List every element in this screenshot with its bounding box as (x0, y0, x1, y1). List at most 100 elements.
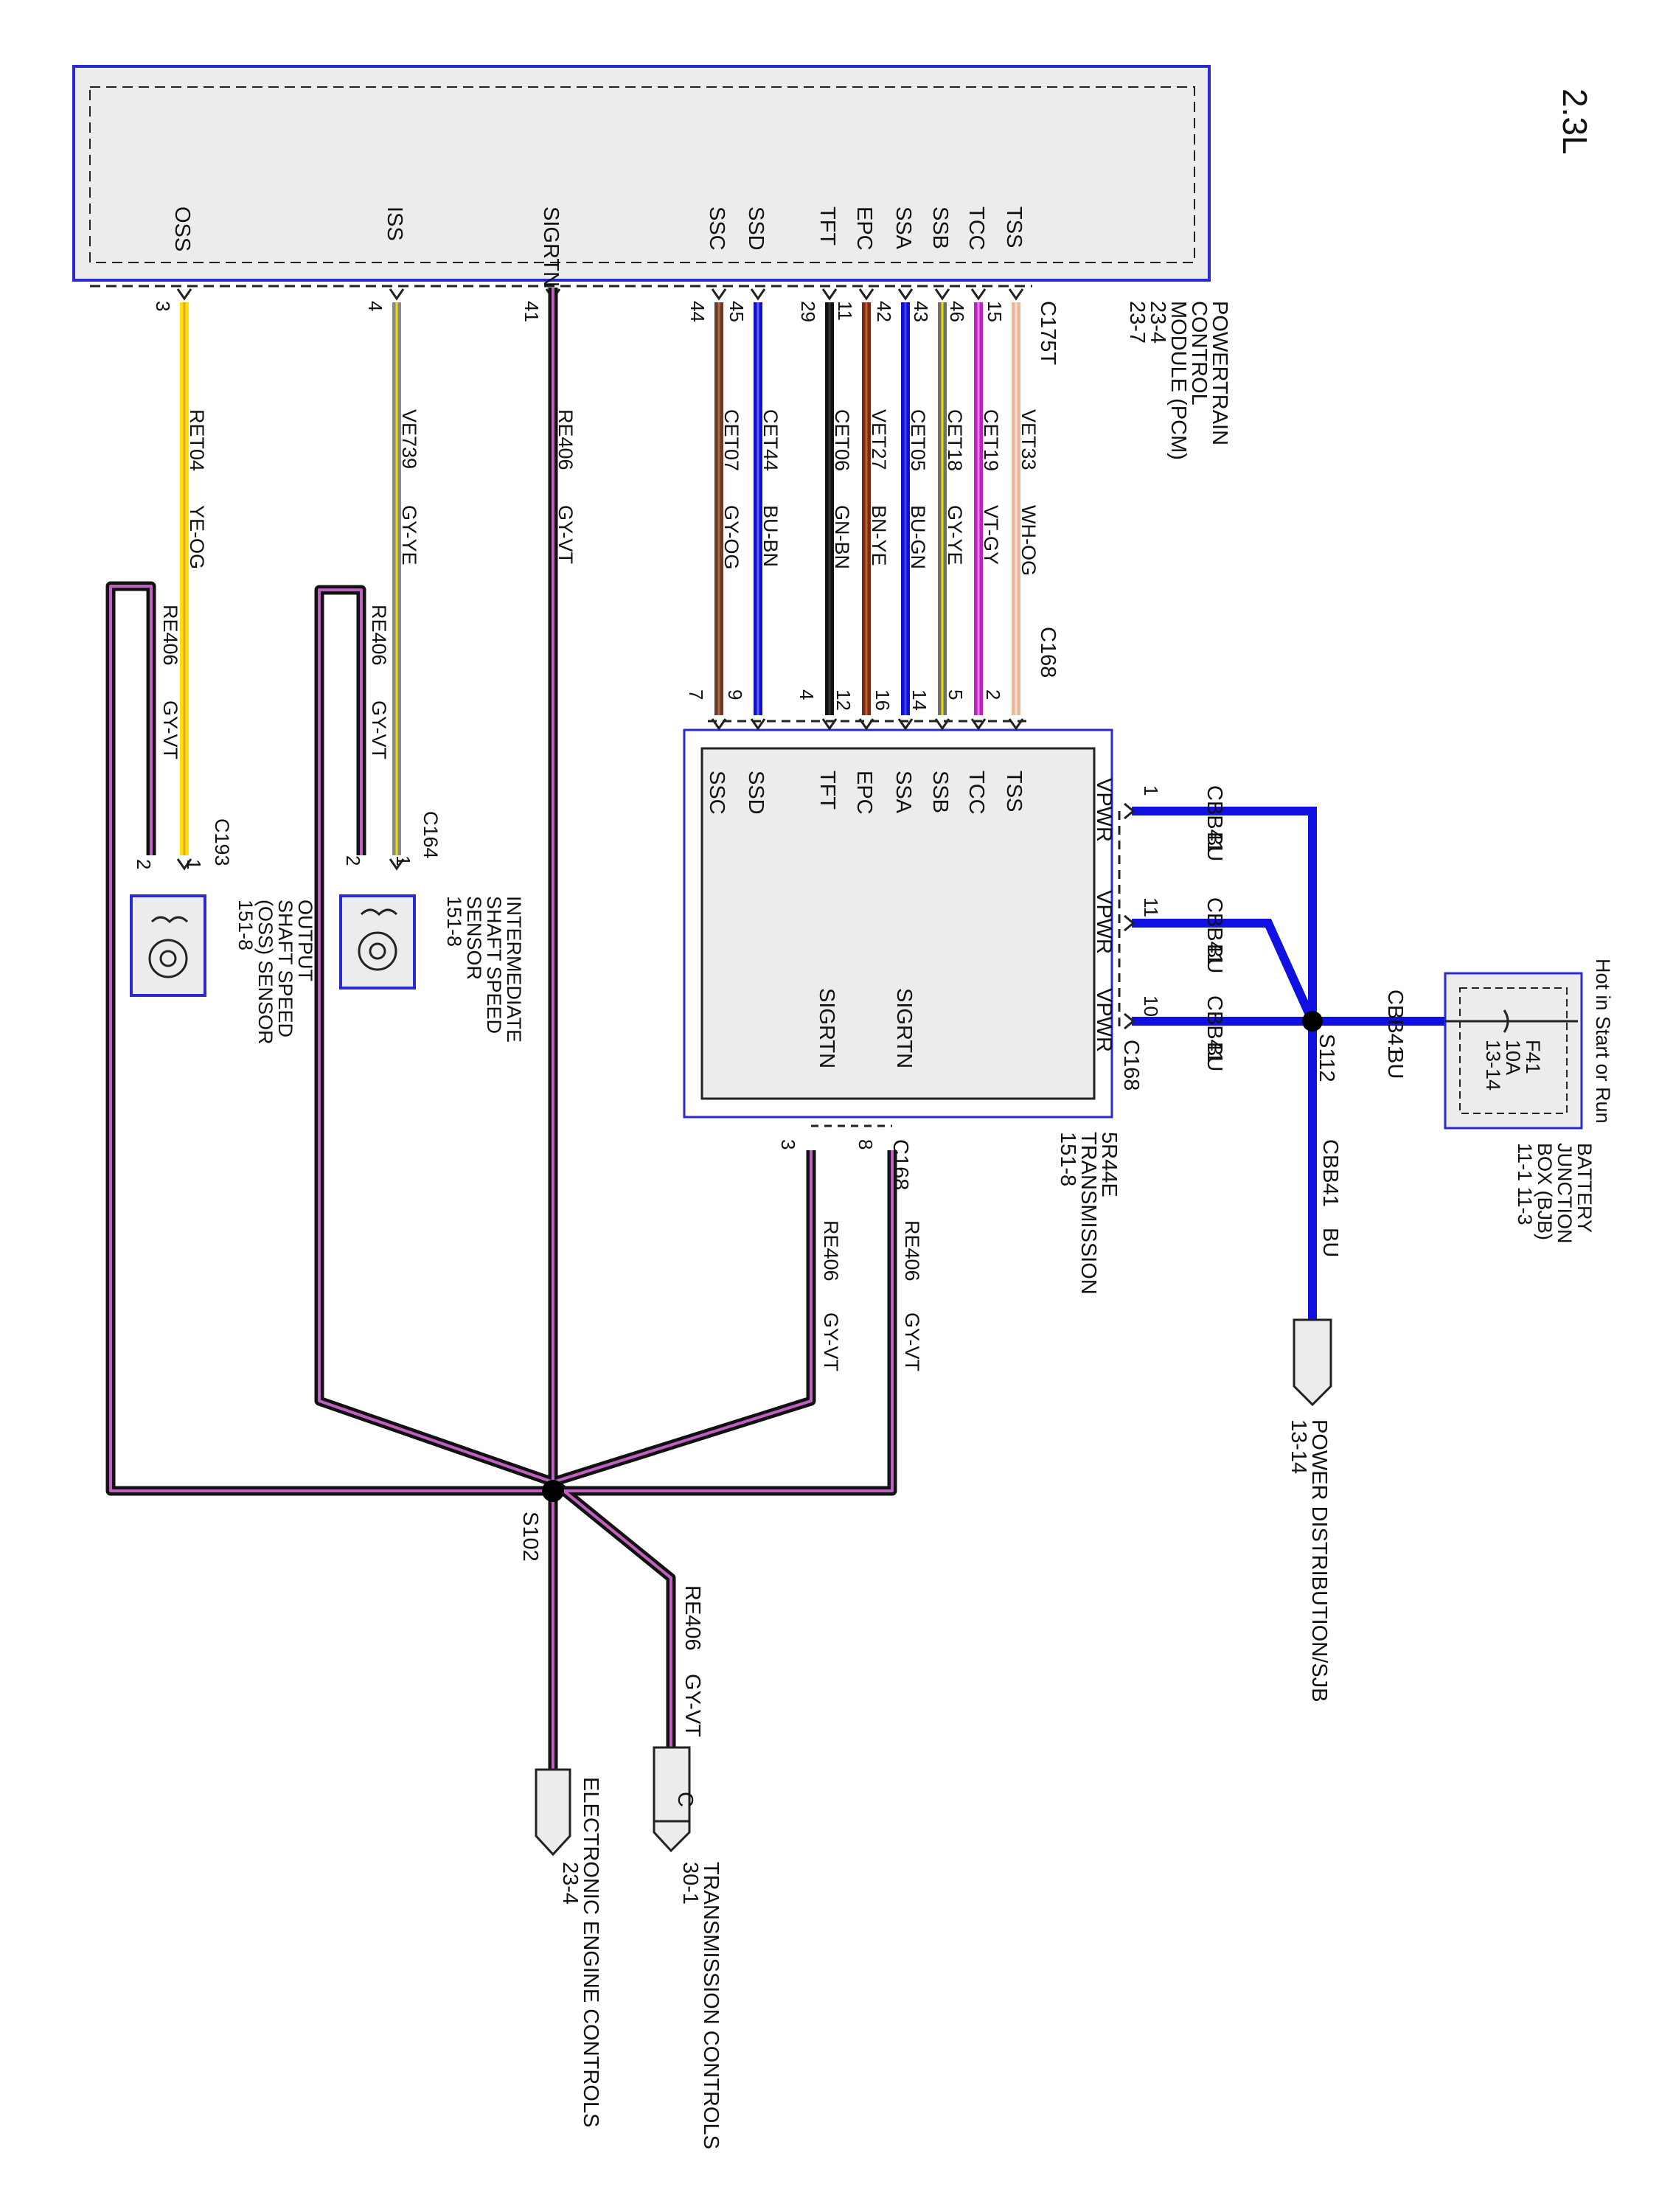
oss-sensor: C193 1 2 OUTPUT SHAFT SPEED (OSS) SENSOR… (130, 605, 316, 1045)
trans-connector-top: C168 (1036, 627, 1060, 678)
pcm-pin-terminal (934, 288, 950, 301)
oss-pin-2: 2 (133, 859, 155, 869)
pcm-pin-number-ssb: 43 (910, 301, 932, 322)
pcm-pin-label-ssb: SSB (928, 206, 952, 249)
bjb-name-2: JUNCTION (1554, 1143, 1576, 1244)
iss-sensor: C164 1 2 INTERMEDIATE SHAFT SPEED SENSOR… (339, 605, 525, 1043)
iss-name-4: 151-8 (443, 896, 465, 947)
vpwr-circuit-3: CBB41 (1203, 995, 1226, 1063)
trans-ctrl-color: GY-VT (681, 1674, 704, 1737)
trans-sigrtn-circuit-8: RE406 (901, 1220, 923, 1281)
trans-pin-number-ssb: 14 (908, 689, 931, 711)
vpwr-terminal-2 (1124, 914, 1135, 932)
iss-pin-1: 1 (392, 855, 414, 866)
trans-sigrtn-pin-8: 8 (855, 1139, 877, 1150)
trans-pin-label-ssc: SSC (705, 771, 728, 815)
wire-circuit-ssc: CET07 (720, 409, 742, 471)
oss-return-color: GY-VT (159, 700, 181, 759)
trans-pin-terminal (858, 718, 874, 731)
pcm-pin-terminal (389, 288, 405, 301)
pcm-pin-number-ssd: 45 (726, 301, 748, 322)
vpwr-label-2: VPWR (1092, 890, 1116, 954)
oss-name-3: (OSS) SENSOR (254, 900, 276, 1045)
trans-pin-label-ssd: SSD (744, 771, 768, 815)
splice-s112 (1302, 1011, 1323, 1032)
trans-sigrtn-label-2: SIGRTN (892, 988, 916, 1068)
oss-name-2: SHAFT SPEED (274, 900, 296, 1037)
pcm-pin-number-iss: 4 (364, 301, 386, 311)
oss-name-4: 151-8 (234, 900, 257, 950)
iss-pin-2: 2 (342, 855, 364, 866)
wire-color-epc: BN-YE (868, 505, 890, 566)
trans-pin-label-ssb: SSB (928, 771, 952, 813)
battery-junction-box: F41 10A 13-14 Hot in Start or Run BATTER… (1444, 959, 1614, 1244)
trans-pin-number-tft: 4 (796, 689, 818, 700)
trans-pin-terminal (1008, 718, 1024, 731)
trans-sigrtn-color-8: GY-VT (901, 1312, 923, 1371)
power-wiring (1132, 807, 1445, 1320)
oss-pin-1: 1 (183, 859, 205, 869)
pcm-pin-number-sigrtn: 41 (521, 301, 543, 322)
vpwr-circuit-2: CBB41 (1203, 897, 1226, 965)
trans-pin-label-tcc: TCC (964, 771, 988, 815)
pcm-pin-label-tss: TSS (1002, 206, 1026, 248)
trans-name-line-2: TRANSMISSION (1077, 1132, 1100, 1295)
wire-color-ssd: BU-BN (759, 505, 782, 567)
pd-color: BU (1318, 1228, 1342, 1257)
pcm-pin-label-oss: OSS (170, 206, 194, 251)
trans-pin-number-ssc: 7 (685, 689, 707, 700)
trans-pin-number-tcc: 5 (945, 689, 967, 700)
trans-pin-terminal (970, 718, 987, 731)
trans-pin-terminal (750, 718, 766, 731)
vpwr-pin-3: 10 (1140, 995, 1162, 1017)
wire-circuit-epc: VET27 (868, 409, 890, 470)
trans-pin-label-tss: TSS (1002, 771, 1026, 812)
page-label: 2.3L (1556, 88, 1594, 155)
power-distribution-connector: CBB41 BU POWER DISTRIBUTION/SJB 13-14 (1287, 1139, 1342, 1702)
wire-circuit-sigrtn: RE406 (554, 409, 577, 470)
trans-pin-label-tft: TFT (815, 771, 839, 810)
trans-connector-right: C168 (1119, 1040, 1143, 1091)
wire-circuit-tcc: CET19 (980, 409, 1002, 471)
pd-label: POWER DISTRIBUTION/SJB (1307, 1419, 1331, 1702)
sigrtn-wiring (105, 288, 897, 1770)
trans-pin-number-tss: 2 (982, 689, 1004, 700)
hot-label: Hot in Start or Run (1592, 959, 1614, 1124)
pcm-pin-number-epc: 11 (834, 301, 856, 321)
iss-return-color: GY-VT (368, 700, 390, 759)
sensor-pin-terminal (389, 858, 405, 871)
pcm-pin-number-tft: 29 (797, 301, 819, 322)
pcm-pin-terminal (750, 288, 766, 301)
pcm-pin-label-epc: EPC (852, 206, 876, 251)
pcm-pin-terminal (711, 288, 727, 301)
pcm-pin-label-ssc: SSC (705, 206, 728, 251)
iss-connector: C164 (420, 811, 442, 859)
vpwr-color-3: BU (1203, 1042, 1226, 1071)
trans-controls-connector: C RE406 GY-VT TRANSMISSION CONTROLS 30-1 (653, 1585, 723, 2149)
trans-sigrtn-circuit-3: RE406 (820, 1220, 842, 1281)
trans-pin-number-ssa: 16 (872, 689, 894, 711)
pcm-pin-number-tcc: 46 (946, 301, 968, 322)
trans-pin-number-ssd: 9 (724, 689, 746, 700)
oss-return-circuit: RE406 (159, 605, 181, 666)
vpwr-color-2: BU (1203, 944, 1226, 973)
fuse-f41: F41 (1522, 1040, 1544, 1074)
wire-circuit-iss: VE739 (398, 409, 420, 469)
wire-circuit-ssb: CET18 (944, 409, 966, 471)
pcm-pin-terminal (1008, 288, 1024, 301)
pcm-pin-terminal (897, 288, 914, 301)
vpwr-pin-2: 11 (1140, 897, 1162, 917)
pcm-pin-terminal (821, 288, 838, 301)
pcm-name: POWERTRAIN CONTROL MODULE (PCM) 23-4 23-… (1125, 301, 1231, 460)
pcm-pin-terminal (970, 288, 987, 301)
wire-color-tss: WH-OG (1018, 505, 1040, 576)
pcm-pin-label-tft: TFT (815, 206, 839, 246)
wire-color-oss: YE-OG (186, 505, 208, 569)
pcm-pin-number-ssc: 44 (686, 301, 709, 322)
vpwr-terminal-1 (1124, 802, 1135, 820)
trans-sigrtn-color-3: GY-VT (820, 1312, 842, 1371)
wire-color-ssa: BU-GN (907, 505, 929, 569)
splice-s102 (542, 1480, 564, 1502)
bjb-wire-color: BU (1383, 1049, 1407, 1079)
